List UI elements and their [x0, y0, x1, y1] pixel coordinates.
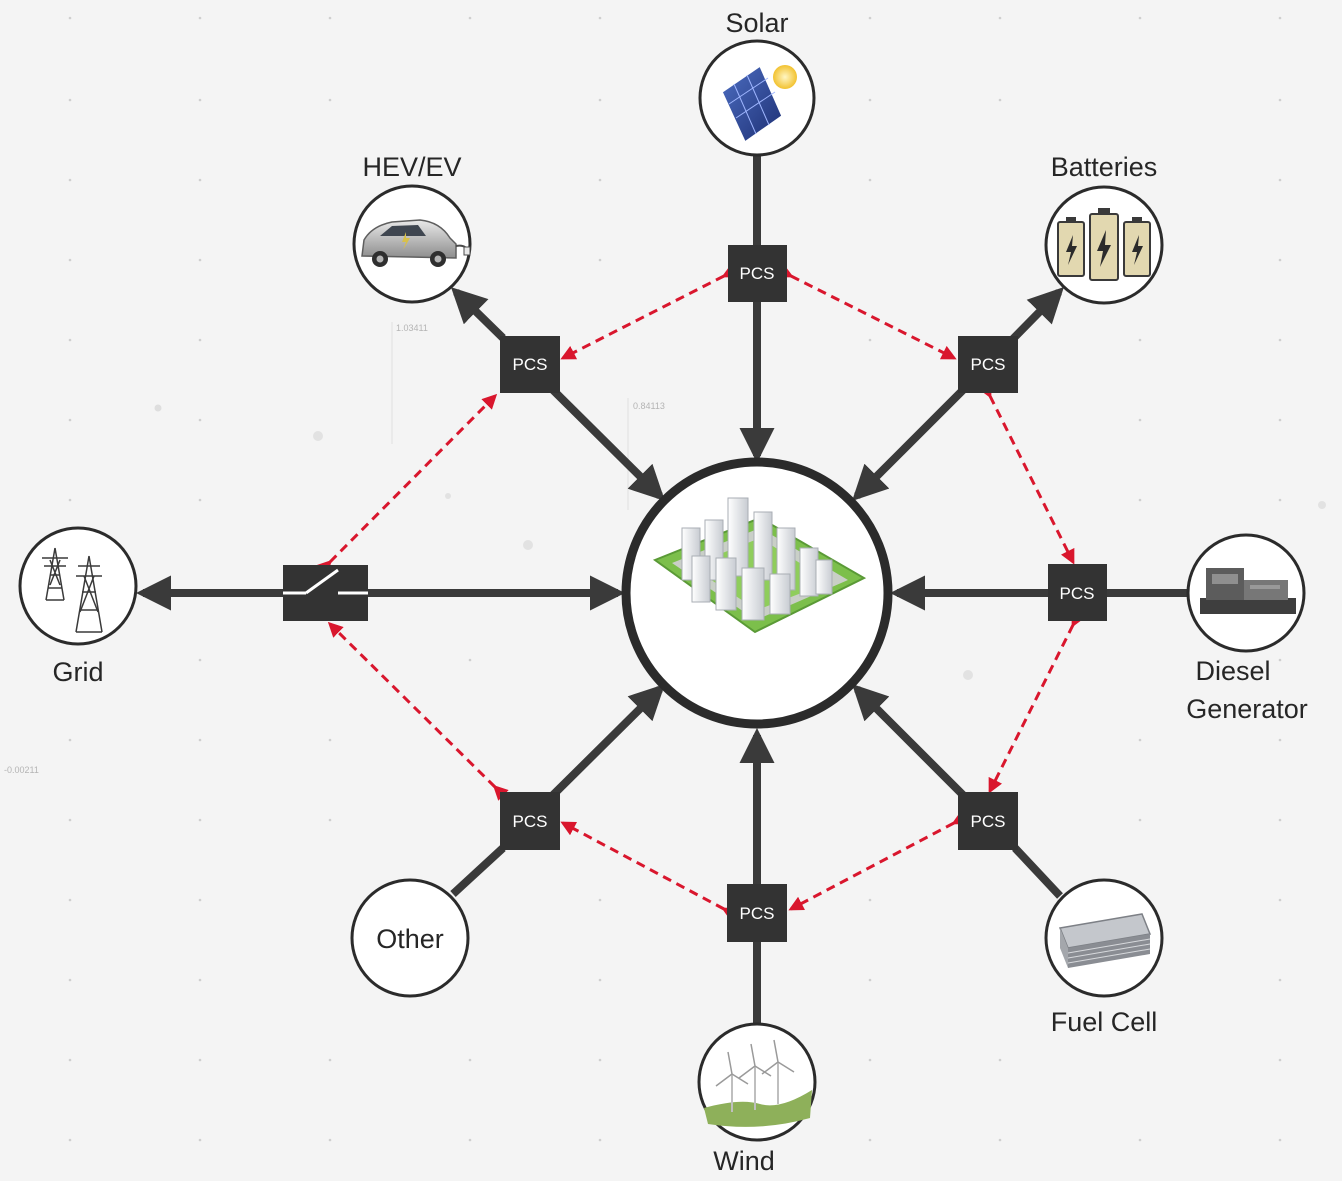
power-connectors	[135, 150, 1189, 1025]
connector-other-to-pcs	[450, 845, 506, 897]
batteries-label: Batteries	[1051, 152, 1158, 182]
communication-links	[316, 263, 1086, 922]
comm-link-left-lower	[327, 621, 509, 801]
comm-link-right-upper	[977, 381, 1075, 565]
generator-icon	[1200, 568, 1296, 614]
transmission-tower-icon	[42, 547, 103, 633]
background-value-3: -0.00211	[4, 765, 39, 775]
pcs-label-bottom: PCS	[740, 904, 775, 923]
batteries-node	[1044, 185, 1164, 305]
switch-icon	[283, 568, 368, 595]
background-value-1: 1.03411	[396, 323, 428, 333]
pcs-box-right: PCS	[1048, 564, 1107, 621]
diesel-label-line2: Generator	[1186, 694, 1308, 724]
connector-pcs-to-hub-topright	[852, 387, 966, 501]
pcs-label-top: PCS	[740, 264, 775, 283]
comm-link-right-lower	[988, 610, 1086, 794]
city-buildings-icon	[652, 497, 867, 634]
comm-link-bottom-right	[788, 810, 969, 911]
connector-pcs-to-hub-topleft	[550, 387, 666, 501]
grid-switch	[283, 565, 368, 621]
comm-link-top-left	[560, 263, 739, 360]
pcs-label-right: PCS	[1060, 584, 1095, 603]
pcs-label-top-right: PCS	[971, 355, 1006, 374]
pcs-label-bottom-left: PCS	[513, 812, 548, 831]
diesel-label-line1: Diesel	[1195, 656, 1270, 686]
pcs-label-bottom-right: PCS	[971, 812, 1006, 831]
hub-node	[621, 457, 893, 729]
pcs-box-bottom-left: PCS	[500, 792, 560, 850]
diesel-generator-node	[1186, 533, 1306, 653]
pcs-box-bottom-right: PCS	[958, 792, 1018, 850]
fuel-cell-label: Fuel Cell	[1051, 1007, 1158, 1037]
pcs-box-top-left: PCS	[500, 336, 560, 393]
pcs-box-bottom: PCS	[727, 884, 787, 942]
pcs-box-top-right: PCS	[958, 336, 1018, 393]
other-node	[350, 878, 470, 998]
hev-label: HEV/EV	[362, 152, 461, 182]
grid-node	[18, 526, 138, 646]
electric-car-icon	[361, 219, 471, 267]
pcs-label-top-left: PCS	[513, 355, 548, 374]
background-value-2: 0.84113	[633, 401, 665, 411]
comm-link-bottom-left	[560, 821, 739, 922]
battery-icon	[1057, 208, 1151, 281]
wind-node	[697, 1022, 817, 1142]
wind-label: Wind	[713, 1146, 775, 1176]
solar-node	[698, 39, 816, 157]
fuel-cell-icon	[1058, 913, 1152, 968]
solar-label: Solar	[725, 8, 788, 38]
connector-pcs-to-hev	[450, 287, 506, 341]
comm-link-top-right	[776, 263, 957, 360]
other-label: Other	[376, 924, 444, 954]
hev-node	[352, 184, 472, 304]
solar-panel-icon	[721, 64, 797, 144]
wind-turbine-icon	[704, 1039, 812, 1127]
pcs-box-top: PCS	[728, 245, 787, 302]
grid-label: Grid	[52, 657, 103, 687]
connector-fuelcell-to-pcs	[1012, 845, 1063, 899]
connector-pcs-to-hub-bottomright	[852, 684, 966, 798]
comm-link-left-upper	[316, 393, 498, 576]
connector-pcs-to-hub-bottomleft	[550, 684, 666, 798]
fuel-cell-node	[1044, 878, 1164, 998]
